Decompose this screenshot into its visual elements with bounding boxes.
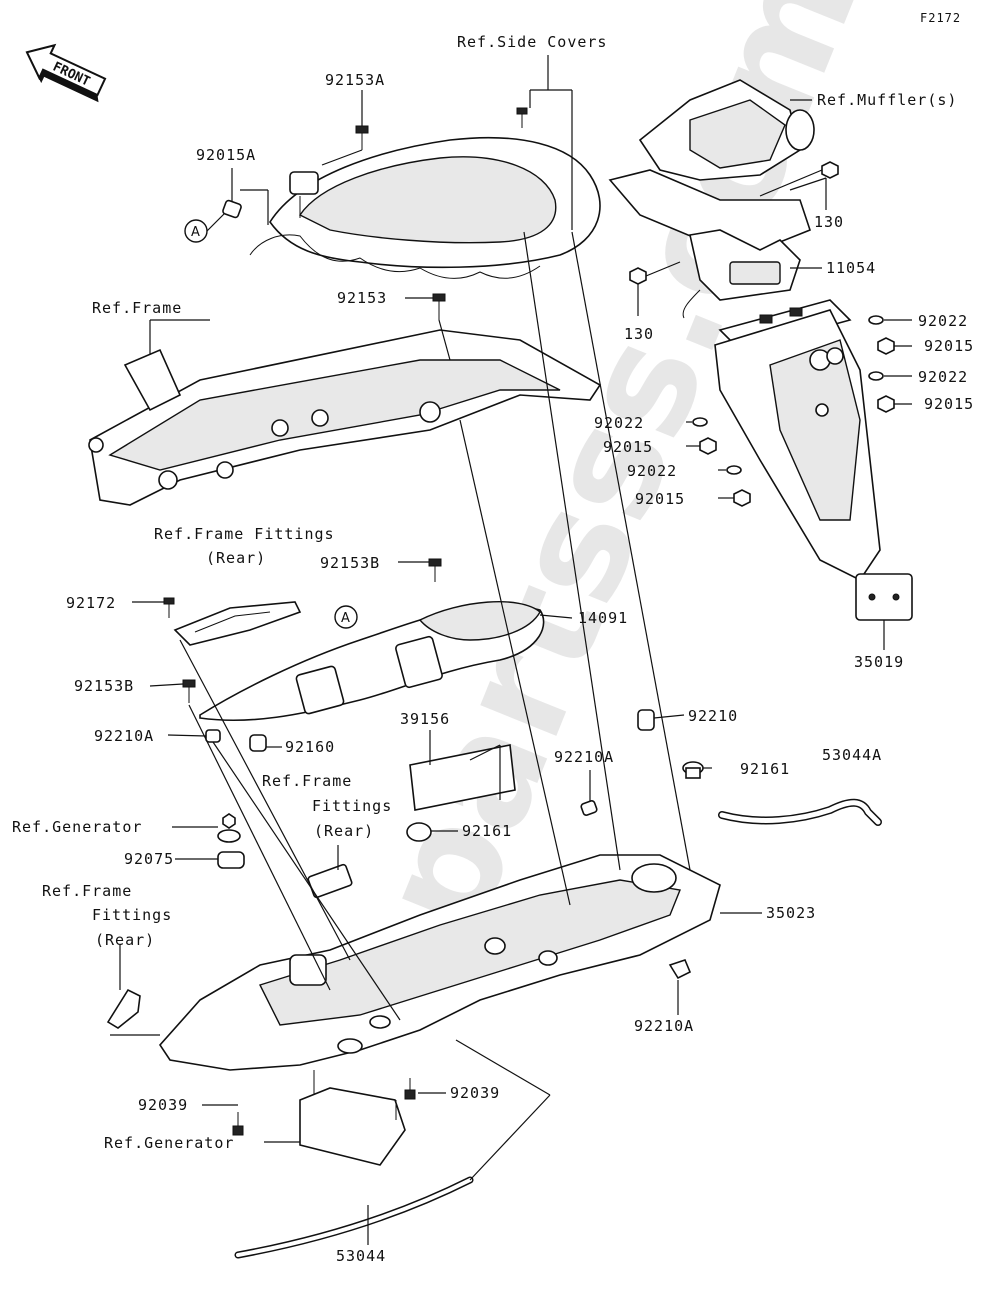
label-92153: 92153 (337, 289, 387, 307)
label-92153A: 92153A (325, 71, 385, 89)
muffler-bracket-part (608, 79, 815, 319)
label-92161-mid: 92161 (462, 822, 512, 840)
front-arrow-icon: FRONT (25, 43, 107, 103)
leader-lines (110, 55, 912, 1245)
label-fittings-3: Fittings (92, 906, 172, 924)
seat-cover-part (249, 136, 601, 279)
label-39156: 39156 (400, 710, 450, 728)
frame-fitting-rear-1 (173, 601, 302, 646)
svg-text:A: A (191, 225, 200, 240)
label-11054: 11054 (826, 259, 876, 277)
label-rear-3: (Rear) (95, 931, 155, 949)
label-130-top: 130 (814, 213, 844, 231)
damper-92160 (249, 734, 267, 752)
label-92022-d: 92022 (627, 462, 677, 480)
label-53044A: 53044A (822, 746, 882, 764)
label-92075: 92075 (124, 850, 174, 868)
screw-92172 (163, 597, 175, 618)
bolt-92153A (355, 125, 369, 150)
label-92022-c: 92022 (594, 414, 644, 432)
label-rear-1: (Rear) (206, 549, 266, 567)
label-92160: 92160 (285, 738, 335, 756)
clip-92210A-mid (580, 800, 598, 816)
svg-text:A: A (341, 611, 350, 626)
label-ref-generator-1: Ref.Generator (12, 818, 142, 836)
bolt-92153B-top (428, 558, 442, 582)
label-ref-frame: Ref.Frame (92, 299, 182, 317)
nut-130-top (821, 161, 839, 179)
label-92161-right: 92161 (740, 760, 790, 778)
label-14091: 14091 (578, 609, 628, 627)
generator-hardware (217, 813, 245, 869)
hose-53044A (718, 798, 882, 826)
label-92210: 92210 (688, 707, 738, 725)
label-92210A-mid: 92210A (554, 748, 614, 766)
grommet-92210 (637, 709, 655, 731)
washers-nuts (692, 315, 895, 507)
label-ref-frame-fittings-1: Ref.Frame Fittings (154, 525, 335, 543)
label-39156 (409, 744, 516, 811)
diagram-code: F2172 (920, 11, 961, 25)
screw-92039-right (404, 1078, 416, 1100)
plug-92161-right (682, 761, 704, 779)
label-130-left: 130 (624, 325, 654, 343)
label-92015A: 92015A (196, 146, 256, 164)
label-fittings-2: Fittings (312, 797, 392, 815)
inner-fender-14091 (199, 601, 545, 722)
part-labels: Ref.Side Covers 92153A 92015A Ref.Muffle… (12, 33, 974, 1265)
plug-92161-mid (406, 822, 432, 842)
label-92153B-top: 92153B (320, 554, 380, 572)
label-ref-side-covers: Ref.Side Covers (457, 33, 607, 51)
generator-plate (299, 1070, 406, 1166)
label-53044: 53044 (336, 1247, 386, 1265)
label-ref-generator-2: Ref.Generator (104, 1134, 234, 1152)
label-rear-2: (Rear) (314, 822, 374, 840)
label-35023: 35023 (766, 904, 816, 922)
label-92153B-left: 92153B (74, 677, 134, 695)
bolt-side-cover (516, 107, 528, 128)
callout-a-top: A (184, 219, 208, 243)
label-92210A-left: 92210A (94, 727, 154, 745)
label-92039-left: 92039 (138, 1096, 188, 1114)
label-35019: 35019 (854, 653, 904, 671)
clip-92210A-left (205, 729, 221, 743)
nut-130-left (629, 267, 647, 285)
label-92015-a: 92015 (924, 337, 974, 355)
hose-53044 (234, 1176, 474, 1259)
label-92022-b: 92022 (918, 368, 968, 386)
rear-frame-part (88, 329, 602, 506)
label-92022-a: 92022 (918, 312, 968, 330)
label-92172: 92172 (66, 594, 116, 612)
label-ref-frame-fittings-3: Ref.Frame (42, 882, 132, 900)
clip-92210A-bottom (668, 959, 692, 980)
label-92015-c: 92015 (603, 438, 653, 456)
bolt-92153 (432, 293, 446, 320)
label-92210A-bottom: 92210A (634, 1017, 694, 1035)
screw-92039-left (232, 1112, 244, 1136)
label-92039-right: 92039 (450, 1084, 500, 1102)
label-92015-d: 92015 (635, 490, 685, 508)
label-ref-frame-fittings-2: Ref.Frame (262, 772, 352, 790)
bolt-92153B-left (182, 679, 196, 703)
callout-a-mid: A (334, 605, 358, 629)
label-92015-b: 92015 (924, 395, 974, 413)
frame-fitting-rear-3 (106, 988, 141, 1029)
license-bracket-35019 (714, 309, 913, 621)
nut-92015A (222, 199, 242, 219)
label-ref-muffler: Ref.Muffler(s) (817, 91, 957, 109)
